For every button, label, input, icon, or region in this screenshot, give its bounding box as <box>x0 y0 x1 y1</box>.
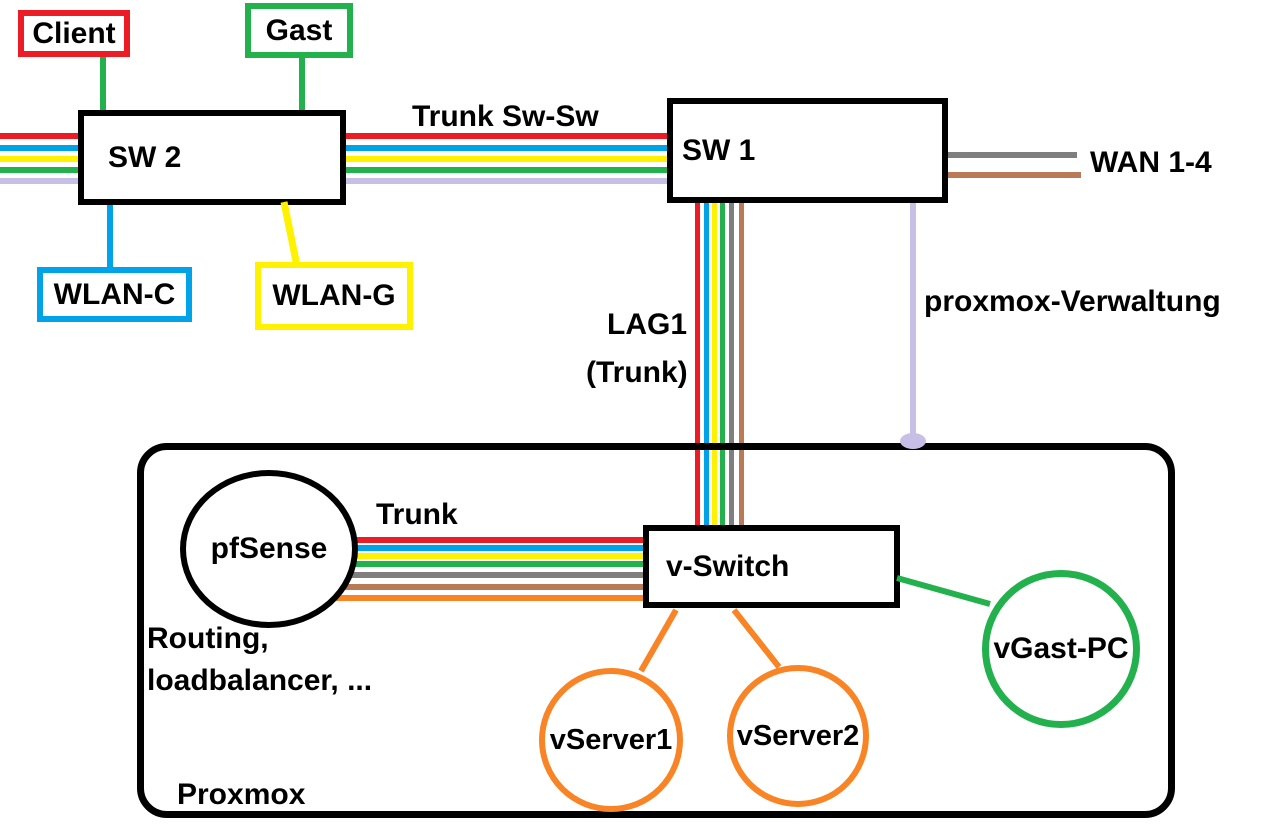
client-node: Client <box>18 10 130 57</box>
wan-brown-line <box>943 172 1081 178</box>
trunk-sw-sw-blue-line <box>339 145 669 151</box>
trunk-sw-sw-red-line <box>339 133 669 139</box>
lag1-brown-line <box>739 200 744 531</box>
vserver1-label: vServer1 <box>549 723 673 756</box>
pfsense-trunk-blue-line <box>340 545 652 551</box>
vlan-blue-line-left-edge <box>0 145 82 151</box>
switch-2-label: SW 2 <box>108 140 182 174</box>
wlan-c-node: WLAN-C <box>37 267 192 322</box>
lag1-yellow-line <box>712 200 717 531</box>
vgast-pc-vm-node: vGast-PC <box>982 570 1140 728</box>
lag1-green-line <box>720 200 725 531</box>
sw2-wlan-c-link <box>107 200 113 270</box>
client-label: Client <box>32 16 116 50</box>
client-sw2-link <box>100 53 106 113</box>
pfsense-trunk-yellow-line <box>340 553 652 559</box>
lag1-label: LAG1 <box>607 308 688 341</box>
pfsense-role-label-line2: loadbalancer, ... <box>147 664 373 697</box>
pfsense-trunk-red-line <box>340 537 652 543</box>
vlan-green-line-left-edge <box>0 167 82 173</box>
proxmox-host-container: Proxmox <box>137 443 1175 818</box>
sw2-wlan-g-link <box>280 201 301 267</box>
wan-gray-line <box>945 152 1077 158</box>
wan-label: WAN 1-4 <box>1090 146 1212 179</box>
pfsense-trunk-brown-line <box>340 584 652 590</box>
pfsense-label: pfSense <box>210 532 328 565</box>
trunk-sw-sw-lavender-line <box>337 178 671 184</box>
vlan-lavender-line-left-edge <box>0 178 82 184</box>
vlan-red-line-left-edge <box>0 133 82 139</box>
switch-2-node: SW 2 <box>78 110 346 205</box>
vserver2-label: vServer2 <box>736 719 860 752</box>
vlan-yellow-line-left-edge <box>0 156 82 162</box>
pfsense-role-label-line1: Routing, <box>147 622 269 655</box>
trunk-sw-sw-green-line <box>339 167 669 173</box>
vgast-pc-label: vGast-PC <box>993 632 1129 665</box>
pfsense-trunk-orange-line <box>336 595 652 601</box>
trunk-sw-sw-label: Trunk Sw-Sw <box>412 100 599 133</box>
wlan-g-node: WLAN-G <box>255 262 413 330</box>
proxmox-mgmt-link <box>910 200 916 445</box>
lag1-trunk-label: (Trunk) <box>586 356 688 389</box>
switch-1-node: SW 1 <box>667 98 948 203</box>
lag1-red-line <box>695 200 700 531</box>
proxmox-label: Proxmox <box>177 778 306 811</box>
pfsense-trunk-green-line <box>340 561 652 567</box>
gast-node: Gast <box>245 3 353 58</box>
vserver1-vm-node: vServer1 <box>539 668 683 812</box>
vswitch-node: v-Switch <box>643 525 900 608</box>
pfsense-vm-node: pfSense <box>180 470 358 628</box>
wlan-c-label: WLAN-C <box>53 277 176 311</box>
lag1-gray-line <box>729 200 734 531</box>
wlan-g-label: WLAN-G <box>272 279 396 312</box>
gast-label: Gast <box>265 13 333 47</box>
vserver2-vm-node: vServer2 <box>727 665 869 807</box>
vswitch-label: v-Switch <box>666 549 790 583</box>
switch-1-label: SW 1 <box>682 133 756 167</box>
trunk-sw-sw-yellow-line <box>339 156 669 162</box>
gast-sw2-link <box>299 56 305 113</box>
pfsense-trunk-label: Trunk <box>376 498 458 531</box>
lag1-blue-line <box>704 200 709 531</box>
proxmox-verwaltung-label: proxmox-Verwaltung <box>924 285 1221 318</box>
pfsense-trunk-gray-line <box>340 572 652 578</box>
